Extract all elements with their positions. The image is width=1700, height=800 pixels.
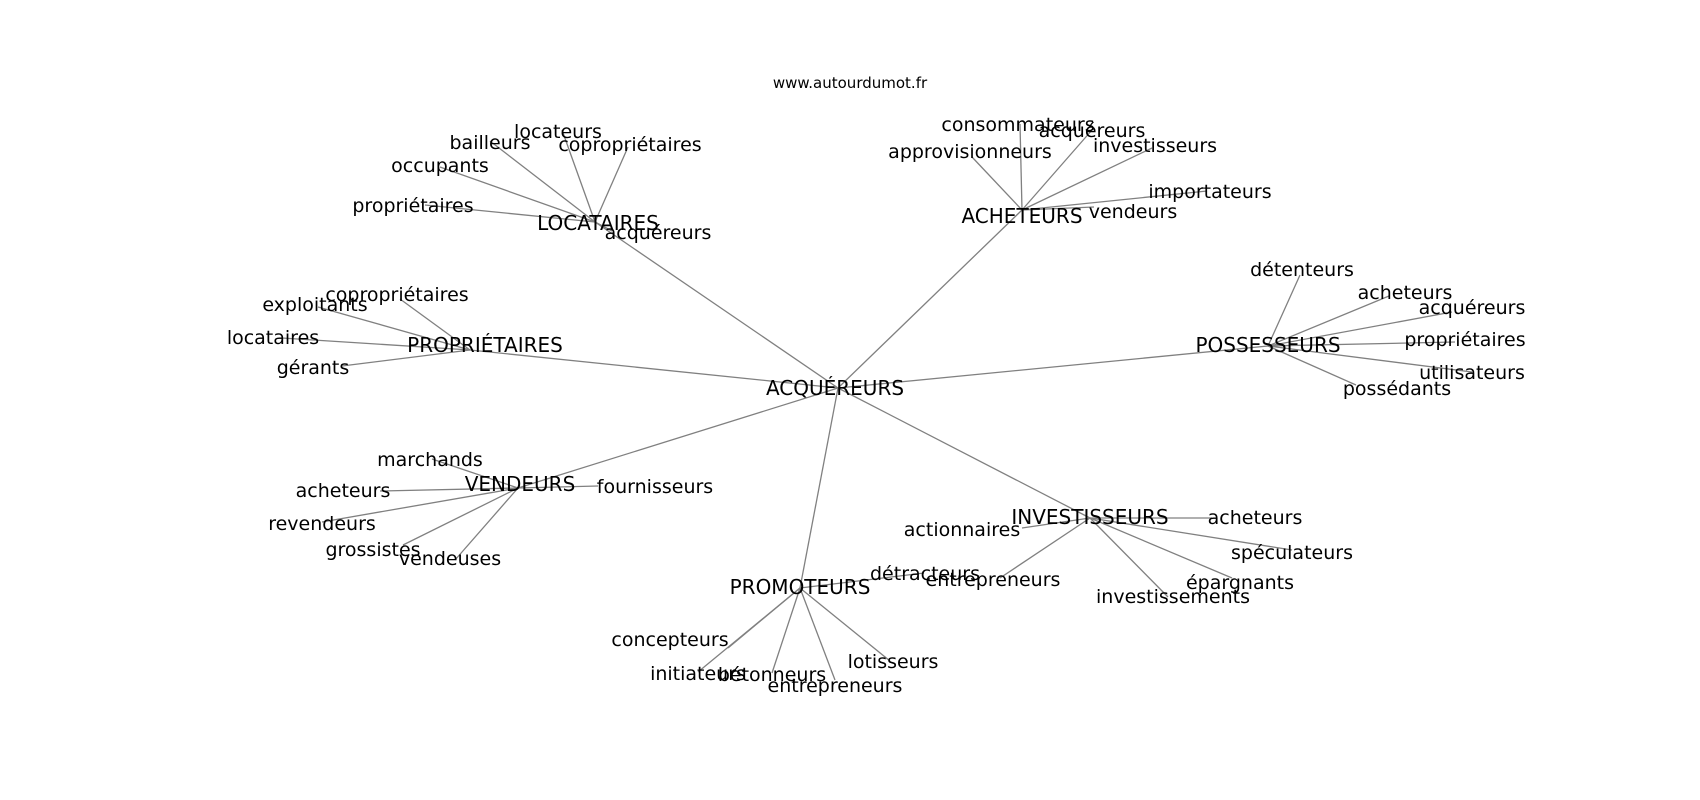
edge-center-locataires	[594, 221, 839, 389]
word-promoteurs-4: entrepreneurs	[768, 675, 903, 697]
word-acheteurs-4: importateurs	[1148, 181, 1271, 203]
word-investisseurs-1: acheteurs	[1208, 507, 1303, 529]
word-investisseurs-2: spéculateurs	[1231, 542, 1353, 564]
edge-promoteurs-2	[697, 587, 801, 673]
edge-vendeurs-2	[321, 487, 519, 523]
word-locataires-5: acquéreurs	[605, 222, 712, 244]
word-vendeurs-4: vendeuses	[399, 548, 501, 570]
word-proprietaires-1: copropriétaires	[325, 284, 468, 306]
word-proprietaires-0: exploitants	[262, 294, 367, 316]
word-investisseurs-5: entrepreneurs	[926, 569, 1061, 591]
edge-acheteurs-1	[1019, 123, 1023, 211]
edge-vendeurs-3	[402, 487, 519, 546]
word-possesseurs-3: propriétaires	[1404, 329, 1525, 351]
hub-acheteurs: ACHETEURS	[961, 204, 1082, 228]
hub-possesseurs: POSSESSEURS	[1195, 333, 1340, 357]
hub-promoteurs: PROMOTEURS	[730, 575, 871, 599]
edge-vendeurs-1	[379, 487, 519, 492]
word-vendeurs-1: acheteurs	[296, 480, 391, 502]
edge-locataires-5	[594, 221, 613, 232]
edge-center-investisseurs	[837, 387, 1091, 519]
word-promoteurs-2: initiateurs	[650, 663, 746, 685]
edge-locataires-2	[489, 140, 596, 223]
word-possesseurs-0: détenteurs	[1250, 259, 1354, 281]
edge-locataires-4	[594, 146, 629, 223]
edge-possesseurs-0	[1267, 274, 1301, 347]
word-acheteurs-1: consommateurs	[941, 114, 1094, 136]
word-acheteurs-3: investisseurs	[1093, 135, 1217, 157]
word-locataires-3: locateurs	[514, 121, 602, 143]
edge-vendeurs-0	[431, 458, 519, 489]
source-label: www.autourdumot.fr	[773, 74, 928, 92]
word-vendeurs-2: revendeurs	[268, 513, 376, 535]
word-possesseurs-2: acquéreurs	[1419, 297, 1526, 319]
word-locataires-1: occupants	[391, 155, 489, 177]
hub-locataires: LOCATAIRES	[537, 211, 659, 235]
edge-acheteurs-3	[1021, 147, 1153, 211]
edge-possesseurs-3	[1267, 341, 1456, 347]
edge-investisseurs-4	[1089, 517, 1169, 598]
edge-center-acheteurs	[837, 209, 1023, 389]
edge-promoteurs-5	[799, 587, 891, 662]
word-proprietaires-2: locataires	[227, 327, 319, 349]
word-promoteurs-3: bétonneurs	[718, 664, 826, 686]
hub-proprietaires: PROPRIÉTAIRES	[407, 333, 563, 357]
word-proprietaires-3: gérants	[277, 357, 350, 379]
edge-promoteurs-3	[771, 587, 801, 674]
word-promoteurs-1: concepteurs	[611, 629, 728, 651]
graph-edges	[281, 123, 1473, 681]
hub-investisseurs: INVESTISSEURS	[1011, 505, 1168, 529]
edge-acheteurs-5	[1021, 206, 1095, 211]
edge-possesseurs-4	[1267, 345, 1473, 373]
edge-promoteurs-0	[799, 572, 925, 589]
edge-investisseurs-3	[1089, 517, 1233, 579]
edge-proprietaires-1	[399, 298, 471, 351]
graph-labels: www.autourdumot.fr ACQUÉREURS LOCATAIRES…	[227, 74, 1526, 697]
edge-investisseurs-5	[999, 517, 1091, 579]
edge-proprietaires-0	[317, 306, 471, 351]
edge-acheteurs-4	[1021, 190, 1208, 211]
word-locataires-2: bailleurs	[450, 132, 531, 154]
word-possesseurs-5: possédants	[1343, 378, 1451, 400]
edge-possesseurs-1	[1267, 295, 1390, 347]
edge-center-possesseurs	[837, 345, 1269, 389]
word-investisseurs-3: épargnants	[1186, 572, 1294, 594]
word-investisseurs-0: actionnaires	[904, 519, 1020, 541]
center-word: ACQUÉREURS	[766, 376, 904, 400]
word-promoteurs-0: détracteurs	[870, 563, 980, 585]
edge-proprietaires-3	[341, 349, 471, 367]
edge-possesseurs-5	[1267, 345, 1357, 386]
word-vendeurs-5: fournisseurs	[597, 476, 713, 498]
word-acheteurs-5: vendeurs	[1089, 201, 1177, 223]
edge-locataires-0	[424, 204, 596, 223]
hub-vendeurs: VENDEURS	[465, 472, 576, 496]
word-acheteurs-0: approvisionneurs	[888, 141, 1052, 163]
edge-center-vendeurs	[517, 387, 839, 489]
word-investisseurs-4: investissements	[1096, 586, 1250, 608]
edge-investisseurs-2	[1089, 517, 1293, 551]
edge-vendeurs-5	[517, 485, 599, 489]
word-possesseurs-1: acheteurs	[1358, 282, 1453, 304]
edge-proprietaires-2	[281, 337, 471, 351]
word-locataires-0: propriétaires	[352, 195, 473, 217]
word-possesseurs-4: utilisateurs	[1419, 362, 1525, 384]
edge-acheteurs-0	[971, 156, 1023, 211]
word-vendeurs-0: marchands	[377, 449, 483, 471]
word-acheteurs-2: acquéreurs	[1039, 120, 1146, 142]
edge-promoteurs-4	[799, 587, 836, 681]
edge-vendeurs-4	[454, 487, 519, 561]
edge-locataires-1	[439, 166, 596, 223]
edge-possesseurs-2	[1267, 311, 1453, 347]
edge-center-proprietaires	[469, 349, 839, 389]
word-promoteurs-5: lotisseurs	[848, 651, 939, 673]
edge-locataires-3	[561, 129, 596, 223]
word-locataires-4: copropriétaires	[558, 134, 701, 156]
word-vendeurs-3: grossistes	[325, 539, 420, 561]
edge-investisseurs-0	[1021, 517, 1091, 529]
edge-center-promoteurs	[799, 387, 839, 589]
edge-acheteurs-2	[1021, 129, 1093, 211]
